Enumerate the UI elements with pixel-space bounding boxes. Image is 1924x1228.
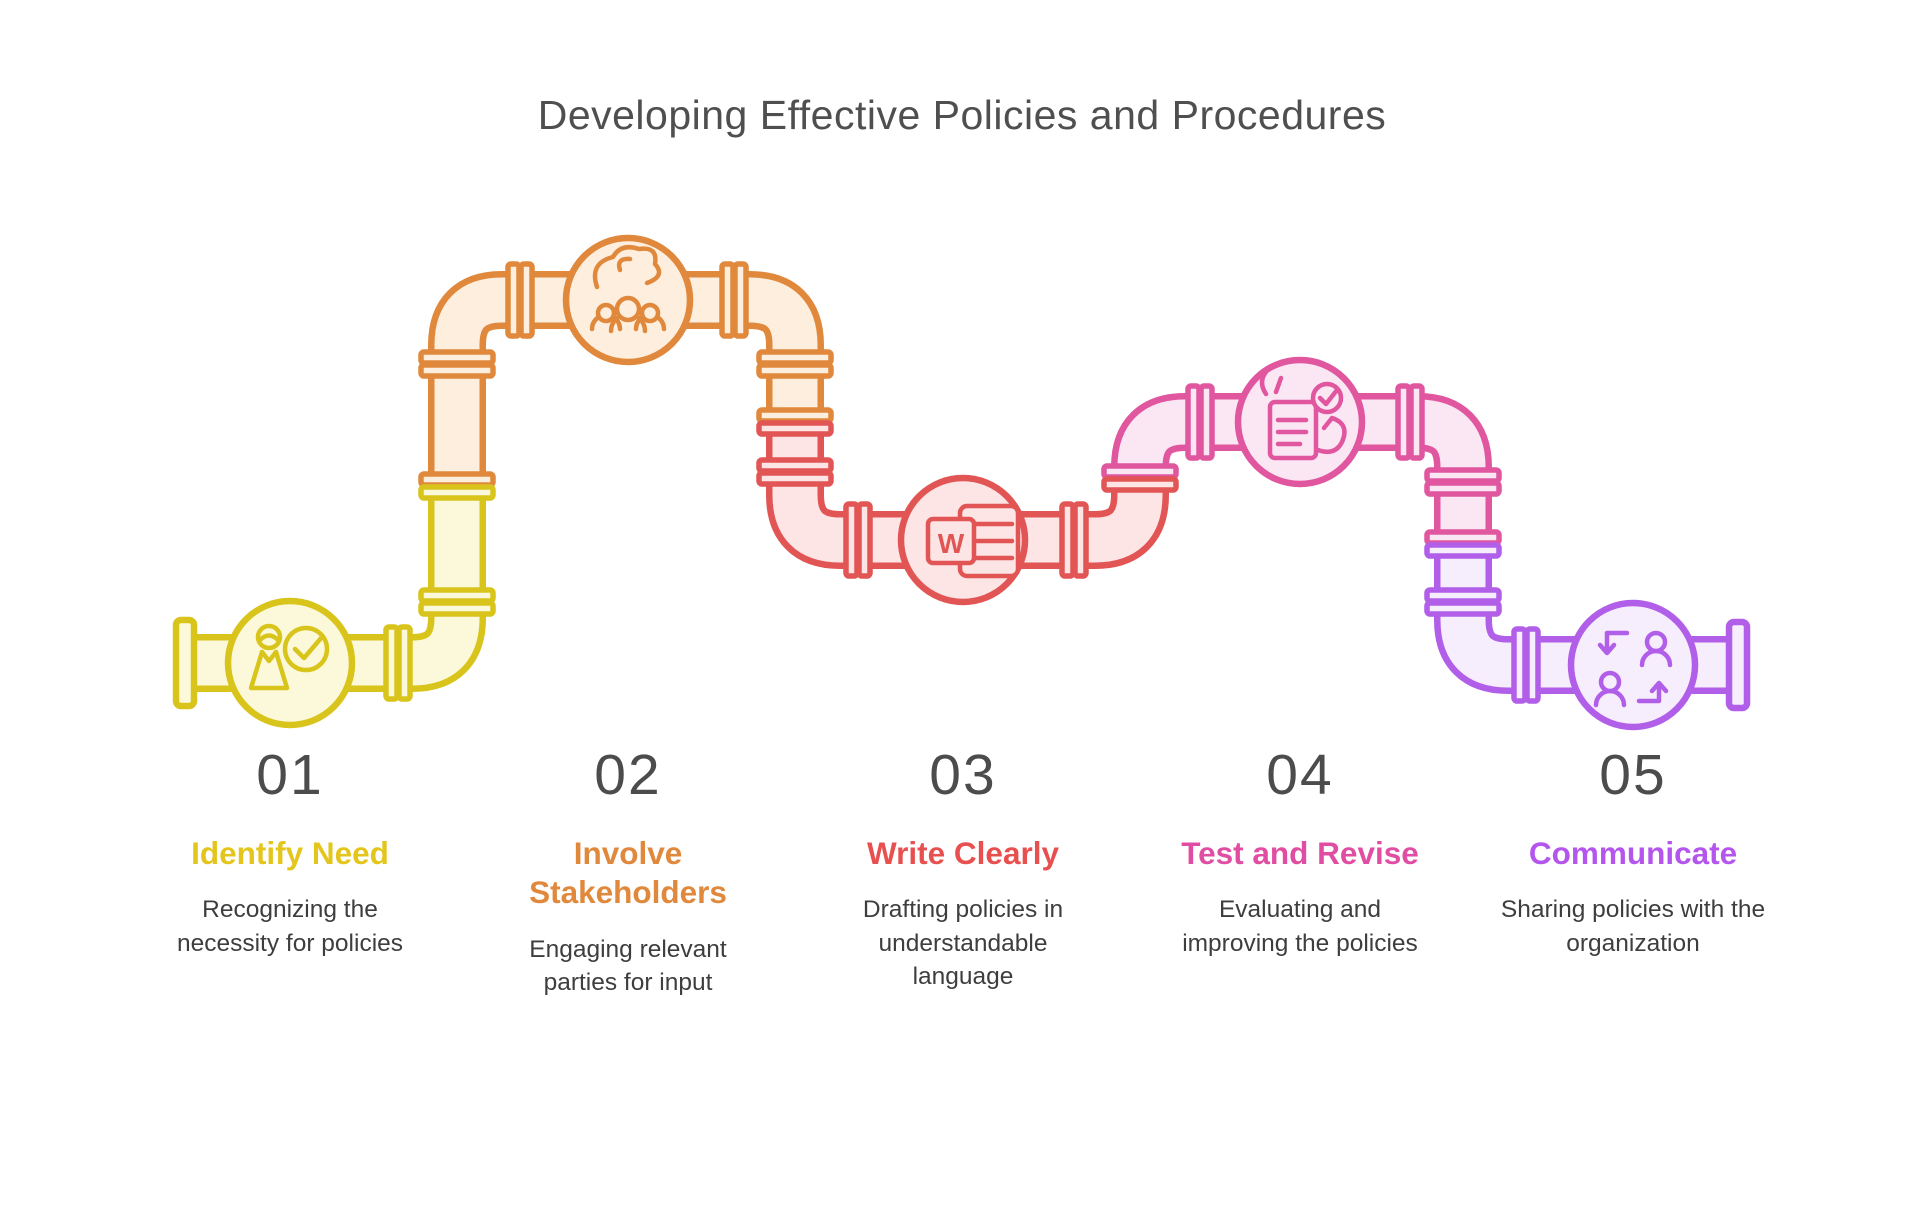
right-flange [1725, 618, 1751, 712]
left-flange [172, 616, 198, 710]
node-involve-stakeholders [562, 234, 694, 366]
coupling-node1-right [383, 587, 496, 702]
step-2: 02 Involve Stakeholders Engaging relevan… [458, 742, 798, 999]
step-5: 05 Communicate Sharing policies with the… [1463, 742, 1803, 960]
step-number: 01 [256, 743, 324, 807]
step-description: Drafting policies in understandable lang… [862, 896, 1064, 990]
word-document-icon: W [925, 503, 1021, 579]
node-write-clearly: W [897, 474, 1029, 606]
person-check-icon [248, 623, 330, 691]
step-description: Evaluating and improving the policies [1182, 896, 1418, 957]
coupling-transition-4-5 [1424, 529, 1502, 559]
step-number: 02 [594, 743, 662, 807]
couplings-node2 [418, 261, 834, 379]
step-number: 04 [1266, 743, 1334, 807]
step-title: Write Clearly [867, 835, 1059, 871]
step-title: Identify Need [191, 835, 389, 871]
node-communicate [1567, 599, 1699, 731]
people-exchange-icon [1593, 630, 1673, 708]
step-description: Sharing policies with the organization [1500, 896, 1766, 957]
coupling-transition-3-4 [1101, 463, 1179, 493]
step-number: 05 [1599, 743, 1667, 807]
couplings-node4 [1185, 383, 1502, 497]
page-title: Developing Effective Policies and Proced… [537, 92, 1387, 138]
step-description: Recognizing the necessity for policies [176, 896, 404, 957]
step-4: 04 Test and Revise Evaluating and improv… [1130, 742, 1470, 960]
pipe-interiors [185, 277, 1738, 688]
pipe-couplings [383, 261, 1541, 704]
couplings-node3 [756, 457, 1089, 579]
pipe-end-flanges [172, 616, 1751, 712]
step-title: Communicate [1528, 835, 1738, 871]
step-3: 03 Write Clearly Drafting policies in un… [793, 742, 1133, 993]
document-review-icon [1259, 369, 1347, 461]
step-title: Test and Revise [1181, 835, 1419, 871]
word-letter: W [938, 528, 965, 559]
step-description: Engaging relevant parties for input [529, 935, 727, 997]
node-test-revise [1234, 356, 1366, 488]
couplings-node5 [1424, 587, 1541, 704]
node-identify-need [224, 597, 356, 729]
pipeline-nodes: W [224, 234, 1699, 731]
step-number: 03 [929, 743, 997, 807]
coupling-transition-1-2 [418, 471, 496, 501]
step-1: 01 Identify Need Recognizing the necessi… [120, 742, 460, 960]
hand-over-team-icon [589, 245, 667, 334]
coupling-transition-2-3 [756, 407, 834, 437]
step-title: Involve Stakeholders [529, 835, 727, 911]
